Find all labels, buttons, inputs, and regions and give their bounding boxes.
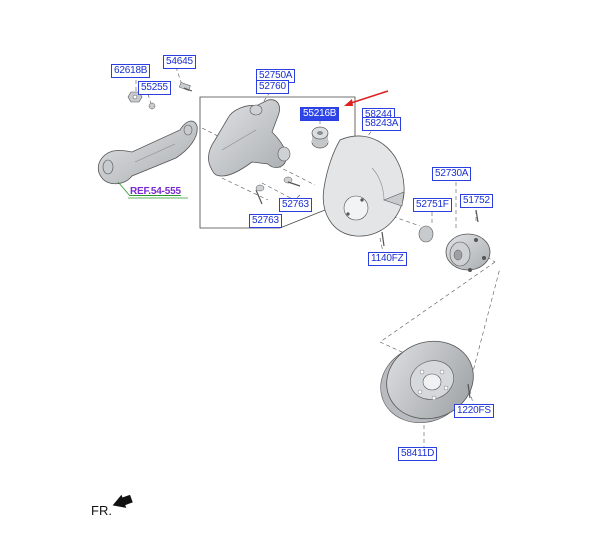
part-label-58243A[interactable]: 58243A xyxy=(362,117,402,131)
part-label-55255[interactable]: 55255 xyxy=(138,81,171,95)
part-label-52760[interactable]: 52760 xyxy=(256,80,289,94)
front-direction-label: FR. xyxy=(91,503,112,518)
part-label-52763-lower[interactable]: 52763 xyxy=(249,214,282,228)
ref-leader xyxy=(117,181,131,197)
bushing xyxy=(311,126,329,149)
part-label-1140FZ[interactable]: 1140FZ xyxy=(368,252,407,266)
front-direction-arrow-icon xyxy=(112,494,133,508)
wheel-hub xyxy=(418,209,491,272)
part-label-54645[interactable]: 54645 xyxy=(163,55,196,69)
rear-knuckle xyxy=(208,99,301,205)
reference-link[interactable]: REF.54-555 xyxy=(130,186,181,197)
part-label-51752[interactable]: 51752 xyxy=(460,194,493,208)
part-label-52763-upper[interactable]: 52763 xyxy=(279,198,312,212)
part-label-52730A[interactable]: 52730A xyxy=(432,167,472,181)
part-label-1220FS[interactable]: 1220FS xyxy=(454,404,494,418)
part-label-55216B[interactable]: 55216B xyxy=(300,107,340,121)
part-label-52751F[interactable]: 52751F xyxy=(413,198,452,212)
brake-disc xyxy=(380,340,474,424)
callout-arrow-icon xyxy=(344,90,389,106)
part-label-58411D[interactable]: 58411D xyxy=(398,447,438,461)
part-label-62618B[interactable]: 62618B xyxy=(111,64,151,78)
dust-shield xyxy=(322,135,405,247)
assembly-frame xyxy=(199,96,356,229)
lower-control-arm xyxy=(97,120,198,185)
